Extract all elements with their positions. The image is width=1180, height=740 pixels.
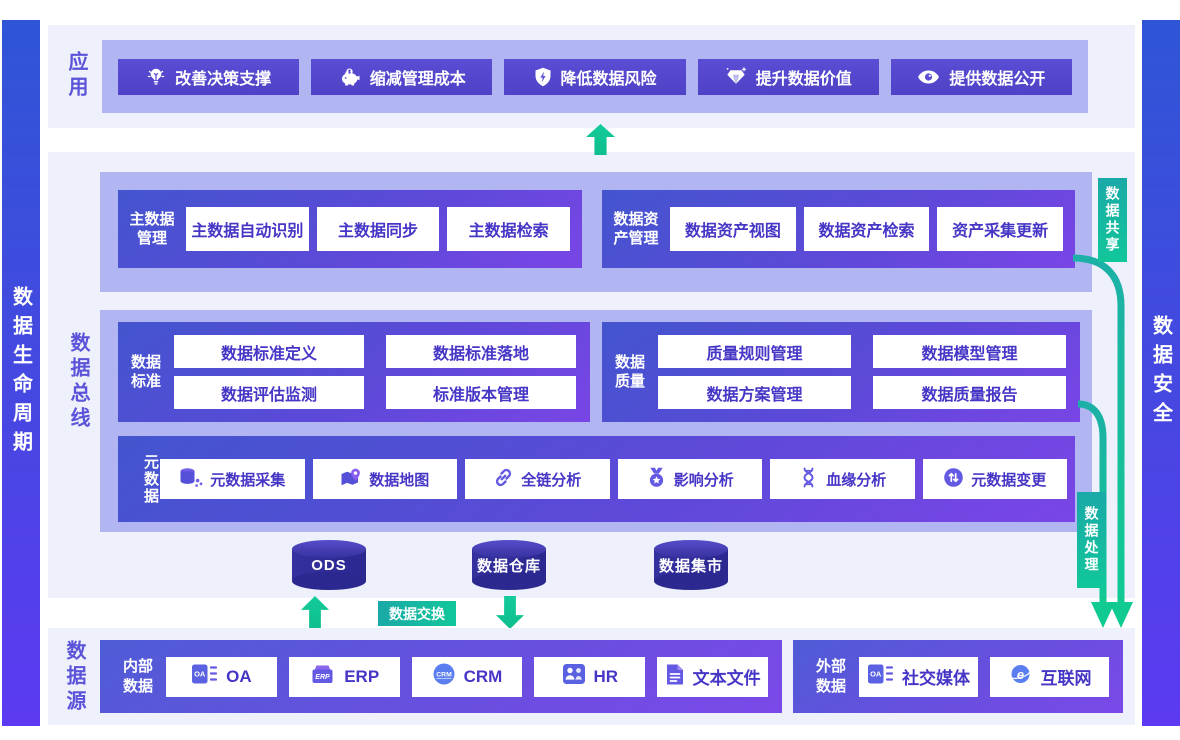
piggy-bank-icon <box>338 67 361 87</box>
card-asset-view[interactable]: 数据资产视图 <box>670 207 796 251</box>
card-master-sync[interactable]: 主数据同步 <box>316 207 440 251</box>
internet-e-icon: e <box>1008 663 1033 690</box>
data-share-tag: 数据共享 <box>1098 178 1127 262</box>
data-quality-group-label: 数据质量 <box>614 353 645 391</box>
master-data-group-label: 主数据管理 <box>129 210 175 248</box>
card-quality-rules[interactable]: 质量规则管理 <box>658 335 851 368</box>
card-quality-report[interactable]: 数据质量报告 <box>873 376 1066 409</box>
internal-data-group: 内部数据 OA OA ERP ERP CRM CRM <box>100 640 782 713</box>
storage-ods[interactable]: ODS <box>292 540 366 590</box>
external-data-group-label: 外部数据 <box>815 658 846 695</box>
app-button-reduce-cost[interactable]: 缩减管理成本 <box>311 58 493 95</box>
data-standard-group-label: 数据标准 <box>130 353 161 391</box>
medal-star-icon <box>646 467 667 492</box>
app-button-raise-value[interactable]: 提升数据价值 <box>697 58 879 95</box>
data-lifecycle-section: 主数据管理 主数据自动识别 主数据同步 主数据检索 数据资产管理 数据资产视图 … <box>48 152 1135 598</box>
application-section: 应用 改善决策支撑 缩减管理成本 降低数据风险 提升数据价值 <box>48 25 1135 128</box>
storage-data-mart[interactable]: 数据集市 <box>654 540 728 590</box>
diamond-icon <box>725 67 747 86</box>
metadata-group-label: 元数据 <box>142 453 159 505</box>
database-scatter-icon <box>179 467 203 492</box>
text-file-icon <box>665 663 685 691</box>
card-source-internet[interactable]: e 互联网 <box>990 656 1109 697</box>
application-section-label: 应用 <box>65 51 87 101</box>
card-asset-search[interactable]: 数据资产检索 <box>803 207 930 251</box>
chain-link-icon <box>493 467 514 492</box>
crm-circle-icon: CRM <box>432 662 456 691</box>
card-quality-plan[interactable]: 数据方案管理 <box>658 376 851 409</box>
data-process-tag: 数据处理 <box>1077 492 1106 588</box>
card-meta-collect[interactable]: 元数据采集 <box>160 459 305 499</box>
card-standard-define[interactable]: 数据标准定义 <box>174 335 364 368</box>
data-source-section-label: 数据源 <box>63 640 85 715</box>
map-pin-icon <box>340 467 362 492</box>
arrow-up-to-application <box>586 124 615 155</box>
bulb-icon <box>146 67 166 87</box>
svg-text:e: e <box>1016 667 1023 682</box>
svg-text:CRM: CRM <box>436 672 452 679</box>
storage-data-warehouse[interactable]: 数据仓库 <box>472 540 546 590</box>
arrow-down-from-warehouse <box>496 596 524 629</box>
card-impact-analysis[interactable]: 影响分析 <box>617 459 762 499</box>
app-button-label: 缩减管理成本 <box>369 70 466 88</box>
app-button-label: 降低数据风险 <box>560 70 657 88</box>
app-button-label: 提升数据价值 <box>755 70 852 88</box>
app-button-lower-risk[interactable]: 降低数据风险 <box>504 58 686 95</box>
social-media-icon: OA <box>867 663 894 690</box>
security-side-bar: 数据安全 <box>1142 20 1180 726</box>
card-full-chain-analysis[interactable]: 全链分析 <box>465 459 610 499</box>
card-meta-change[interactable]: 元数据变更 <box>922 459 1067 499</box>
erp-box-icon: ERP <box>309 663 336 690</box>
card-lineage-analysis[interactable]: 血缘分析 <box>770 459 915 499</box>
svg-text:ERP: ERP <box>316 674 331 681</box>
data-source-section: 数据源 内部数据 OA OA ERP ERP CRM CRM <box>48 628 1135 725</box>
card-standard-version[interactable]: 标准版本管理 <box>386 376 576 409</box>
lifecycle-side-bar: 数据生命周期 <box>2 20 40 726</box>
card-standard-landing[interactable]: 数据标准落地 <box>386 335 576 368</box>
card-asset-collect-update[interactable]: 资产采集更新 <box>937 207 1064 251</box>
card-data-map[interactable]: 数据地图 <box>312 459 457 499</box>
card-quality-model[interactable]: 数据模型管理 <box>873 335 1066 368</box>
security-label: 数据安全 <box>1149 315 1172 431</box>
card-source-social-media[interactable]: OA 社交媒体 <box>859 656 978 697</box>
app-button-label: 改善决策支撑 <box>175 70 272 88</box>
app-button-label: 提供数据公开 <box>949 70 1046 88</box>
hr-people-icon <box>562 663 586 690</box>
eye-icon <box>917 69 940 85</box>
card-master-search[interactable]: 主数据检索 <box>447 207 571 251</box>
data-bus-band: 数据标准 数据标准定义 数据标准落地 数据评估监测 标准版本管理 数据质量 质量… <box>100 310 1092 532</box>
data-standard-group: 数据标准 数据标准定义 数据标准落地 数据评估监测 标准版本管理 <box>118 322 590 422</box>
internal-data-group-label: 内部数据 <box>122 658 153 695</box>
data-exchange-tag: 数据交换 <box>378 601 456 626</box>
data-asset-group: 数据资产管理 数据资产视图 数据资产检索 资产采集更新 <box>602 190 1075 268</box>
external-data-group: 外部数据 OA 社交媒体 e 互联网 <box>793 640 1123 713</box>
master-asset-band: 主数据管理 主数据自动识别 主数据同步 主数据检索 数据资产管理 数据资产视图 … <box>100 172 1092 292</box>
svg-text:OA: OA <box>870 670 882 679</box>
shield-bolt-icon <box>534 67 552 87</box>
app-button-improve-decision[interactable]: 改善决策支撑 <box>118 58 300 95</box>
card-source-oa[interactable]: OA OA <box>166 656 277 697</box>
metadata-group: 元数据 元数据采集 数据地图 <box>118 436 1075 522</box>
card-source-hr[interactable]: HR <box>534 656 646 697</box>
oa-badge-icon: OA <box>191 663 218 690</box>
master-data-group: 主数据管理 主数据自动识别 主数据同步 主数据检索 <box>118 190 582 268</box>
dna-icon <box>798 467 819 492</box>
data-bus-label: 数据总线 <box>67 332 89 432</box>
lifecycle-label: 数据生命周期 <box>9 286 32 460</box>
card-source-erp[interactable]: ERP ERP <box>288 656 400 697</box>
svg-text:OA: OA <box>194 670 206 679</box>
circle-change-icon <box>943 467 964 492</box>
card-source-text-file[interactable]: 文本文件 <box>657 656 768 697</box>
application-band: 改善决策支撑 缩减管理成本 降低数据风险 提升数据价值 提供数据公开 <box>102 40 1088 113</box>
card-master-auto-identify[interactable]: 主数据自动识别 <box>186 207 309 251</box>
card-source-crm[interactable]: CRM CRM <box>411 656 523 697</box>
data-quality-group: 数据质量 质量规则管理 数据模型管理 数据方案管理 数据质量报告 <box>602 322 1080 422</box>
arrow-up-to-ods <box>301 596 329 629</box>
data-asset-group-label: 数据资产管理 <box>613 210 659 248</box>
card-standard-evaluate[interactable]: 数据评估监测 <box>174 376 364 409</box>
app-button-open-data[interactable]: 提供数据公开 <box>890 58 1073 95</box>
